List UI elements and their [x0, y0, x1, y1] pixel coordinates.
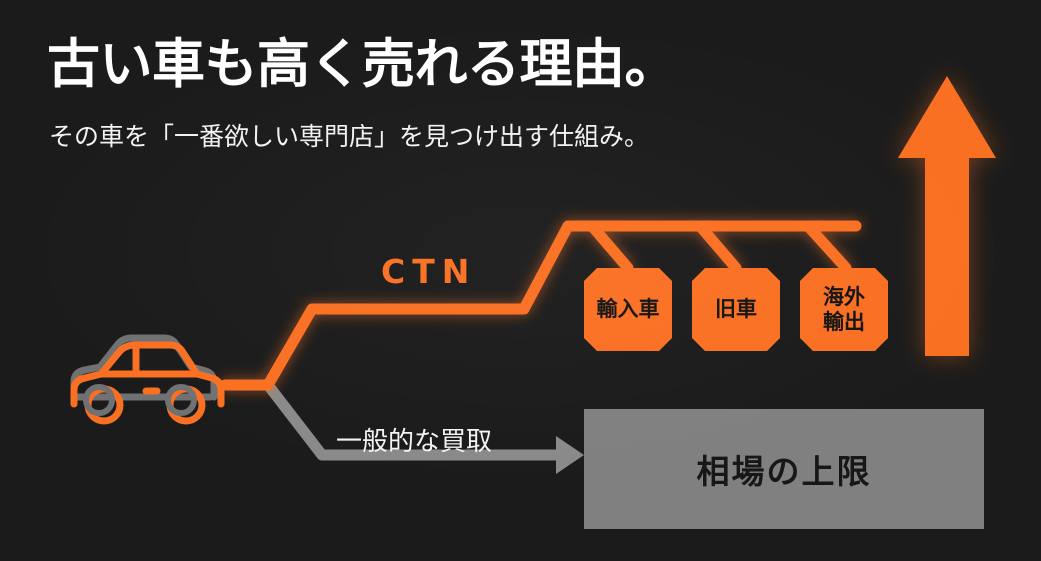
destination-chip-overseas-export[interactable]: 海外 輸出 [800, 268, 888, 351]
destination-chip-classic-car[interactable]: 旧車 [692, 268, 780, 351]
destination-chip-label: 輸入車 [596, 297, 660, 322]
branch-to-chip-1 [694, 220, 742, 274]
generic-route-arrowhead [556, 436, 584, 474]
classic-car-icon [70, 334, 225, 425]
ctn-route-label: CTN [381, 252, 477, 291]
generic-route-label: 一般的な買取 [336, 427, 493, 457]
ctn-route-path [219, 220, 862, 391]
generic-route-path [262, 379, 584, 474]
branch-to-chip-2 [802, 220, 852, 274]
branch-to-chip-0 [586, 220, 634, 274]
page-title: 古い車も高く売れる理由。 [47, 34, 678, 95]
destination-chip-label-line2: 輸出 [823, 309, 865, 334]
page-subtitle: その車を「一番欲しい専門店」を見つけ出す仕組み。 [49, 122, 650, 151]
destination-chip-label-line1: 海外 [823, 285, 865, 310]
destination-chip-import-car[interactable]: 輸入車 [584, 268, 672, 351]
market-ceiling-block: 相場の上限 [584, 409, 984, 529]
market-ceiling-label: 相場の上限 [696, 452, 872, 491]
arrow-up-icon [898, 76, 996, 356]
destination-chip-label-multiline: 海外 輸出 [823, 285, 865, 333]
destination-chip-label: 旧車 [715, 297, 757, 322]
